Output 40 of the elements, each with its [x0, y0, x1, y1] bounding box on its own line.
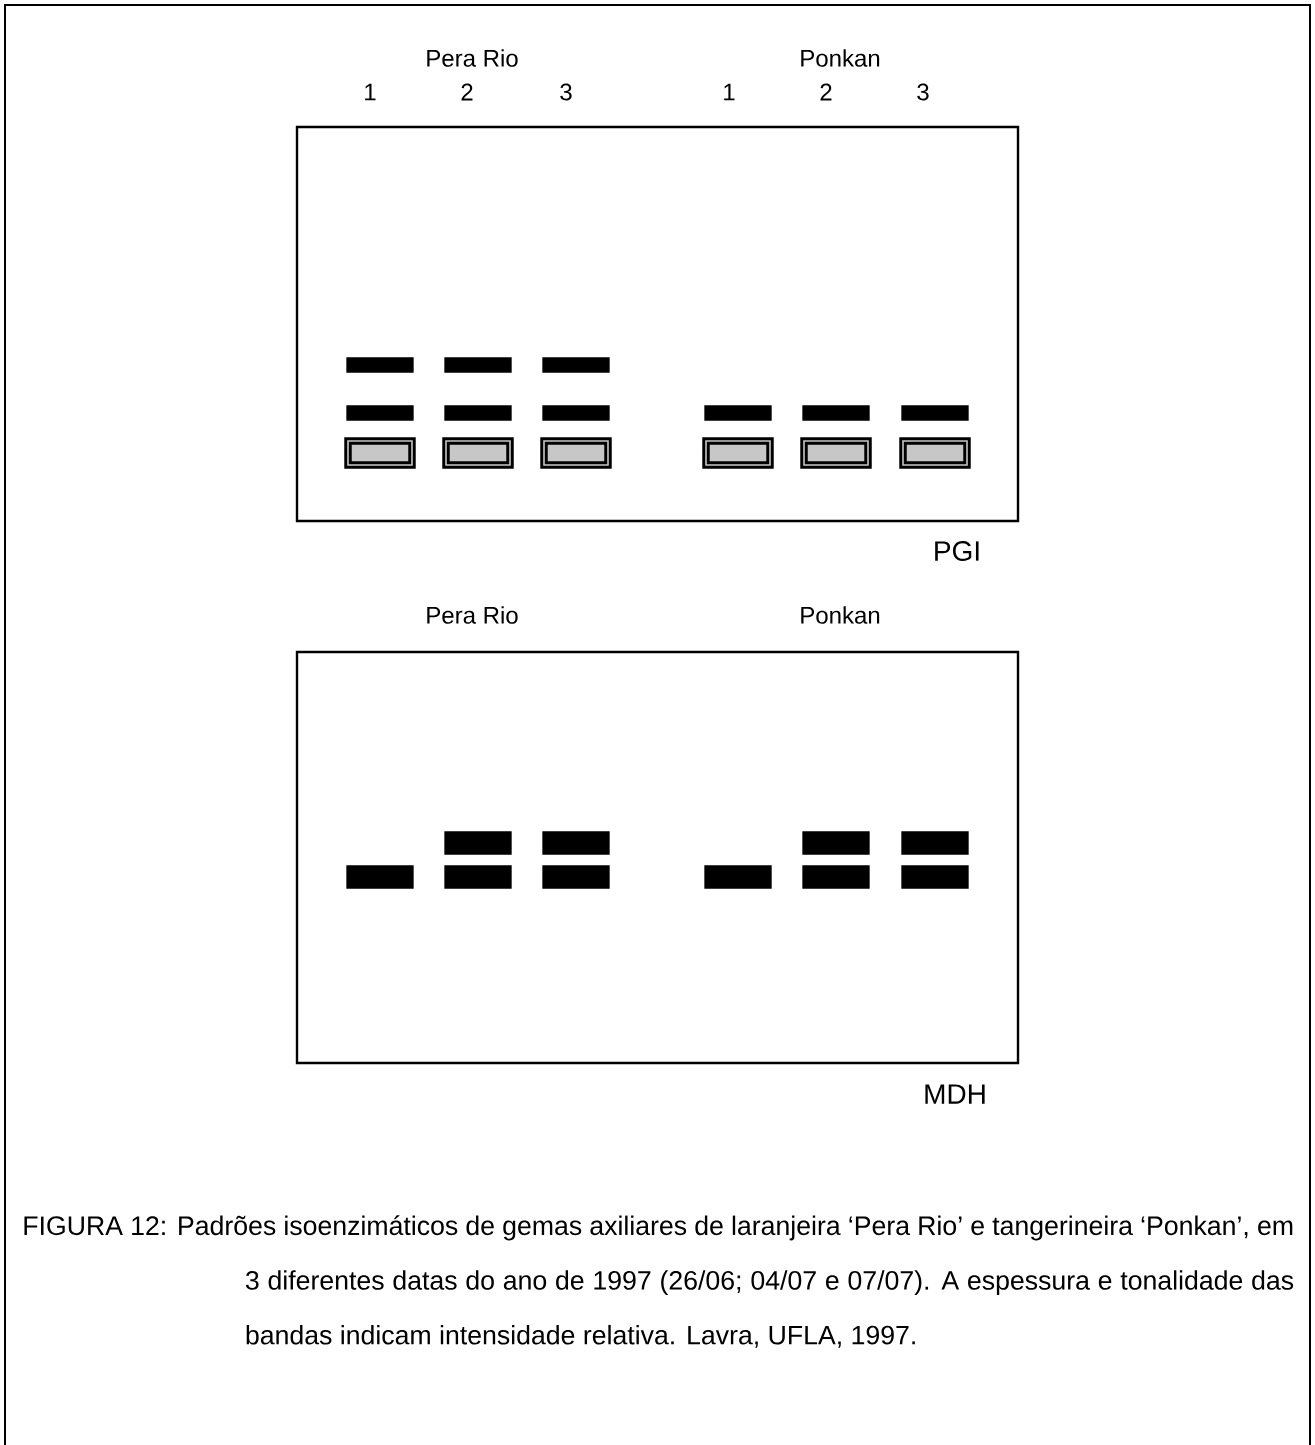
gel-band: [704, 865, 772, 889]
gel-band: [542, 831, 610, 855]
faint-gel-band: [442, 437, 514, 469]
gel-band: [542, 405, 610, 421]
enzyme-label: PGI: [935, 541, 979, 561]
gel-band: [444, 831, 512, 855]
faint-gel-band: [344, 437, 416, 469]
gel-band: [346, 357, 414, 373]
gel-band: [802, 405, 870, 421]
gel-panel: [295, 650, 1020, 1065]
gel-band: [802, 865, 870, 889]
gel-band: [346, 405, 414, 421]
gel-band: [444, 357, 512, 373]
lane-label: Pera Rio: [427, 49, 518, 67]
caption: FIGURA 12: Padrões isoenzimáticos de gemas axiliares de laranjeira ‘Pera Rio’ e tangerineira ‘Ponkan’, em 3 diferentes datas do ano de 1997 (26/06; 04/07 e 07/07). A espessura e tonalidade das bandas indicam intensidade relativa. Lavra, UFLA, 1997.: [24, 1215, 1294, 1348]
lane-label: Ponkan: [801, 49, 880, 67]
faint-gel-band: [800, 437, 872, 469]
lane-label: 2: [820, 83, 832, 101]
faint-gel-band: [702, 437, 774, 469]
gel-band: [901, 831, 969, 855]
gel-band: [444, 865, 512, 889]
gel-band: [542, 357, 610, 373]
gel-band: [346, 865, 414, 889]
lane-label: 3: [917, 83, 929, 101]
lane-label: 1: [724, 83, 735, 101]
gel-band: [704, 405, 772, 421]
faint-gel-band: [899, 437, 971, 469]
gel-panel: [295, 125, 1020, 523]
gel-band: [901, 865, 969, 889]
faint-gel-band: [540, 437, 612, 469]
lane-label: Ponkan: [801, 606, 880, 624]
lane-label: 2: [461, 83, 473, 101]
lane-label: 1: [365, 83, 376, 101]
gel-band: [802, 831, 870, 855]
gel-band: [901, 405, 969, 421]
lane-label: 3: [560, 83, 572, 101]
gel-band: [444, 405, 512, 421]
enzyme-label: MDH: [925, 1084, 985, 1104]
gel-band: [542, 865, 610, 889]
lane-label: Pera Rio: [427, 606, 518, 624]
